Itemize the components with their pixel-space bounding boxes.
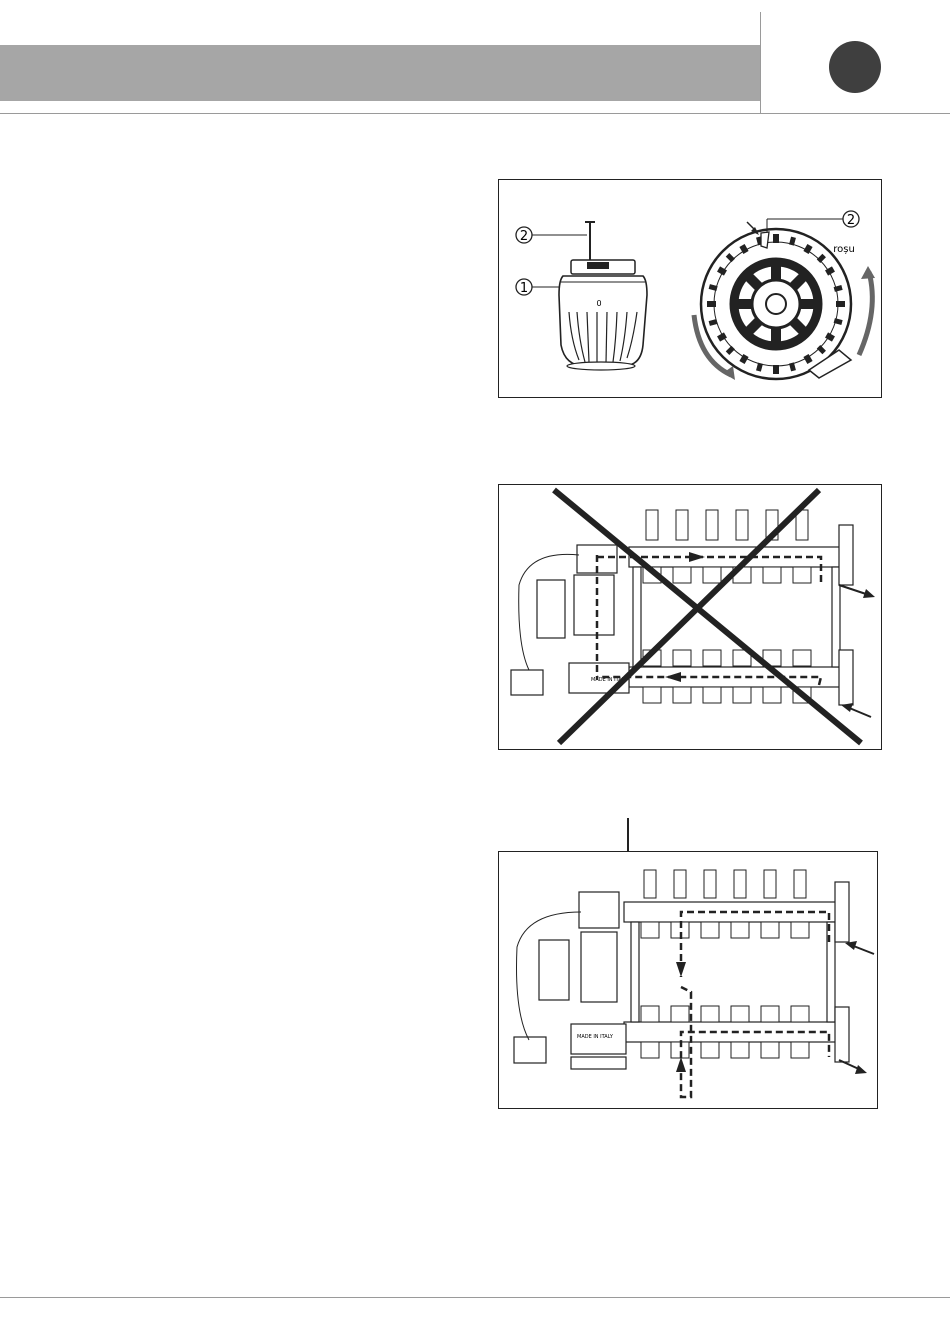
page-marker-dot [829,41,881,93]
header-rule [0,113,950,114]
dial-drawing [701,229,851,379]
callout-2-label: 2 [520,229,528,244]
manifold-incorrect-drawing: MADE IN ITALY [499,485,883,751]
head-scale-mark: 0 [596,299,601,308]
callout-2b-label: 2 [847,213,855,228]
figure-thermostatic-head: 2 1 0 [498,179,882,398]
figure-manifold-correct: MADE IN ITALY [498,851,878,1109]
color-label-red: roșu [833,244,855,255]
callout-1-label: 1 [520,281,528,296]
manifold-correct-drawing: MADE IN ITALY [499,852,879,1110]
header-divider [760,12,761,113]
thermostatic-head-drawing: 2 1 0 [499,180,883,399]
figure-manifold-incorrect: MADE IN ITALY [498,484,882,750]
header-bar [0,45,760,101]
fig3-stamp: MADE IN ITALY [577,1034,614,1040]
footer-rule [0,1297,950,1298]
